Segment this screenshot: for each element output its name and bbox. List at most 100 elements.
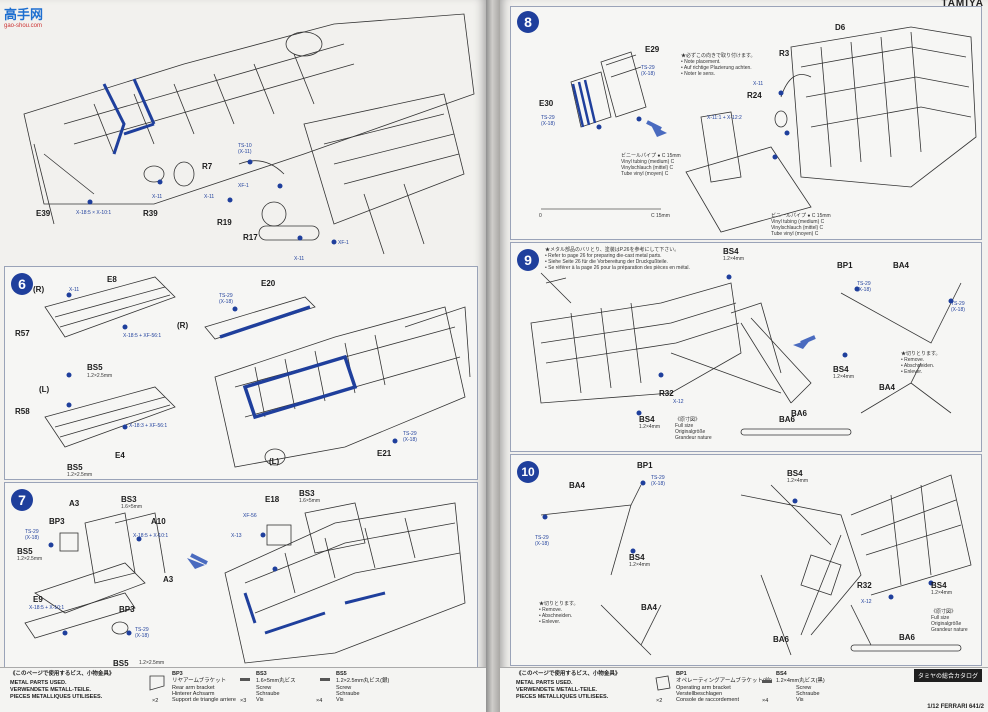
label-side-r: (R) [33, 285, 45, 294]
size-bs5b-7: 1.2×2.5mm [139, 660, 165, 666]
part-label-r32-10: R32 [857, 581, 872, 590]
step-8-drawing [541, 26, 977, 233]
screw-x12-9: X-12 [673, 399, 684, 405]
screw-x11: X-11 [69, 287, 80, 293]
label-side-l-right: (L) [269, 457, 280, 466]
part-label-bs4c-9: BS4 [639, 415, 655, 424]
part-label-ba6a-9: BA6 [791, 409, 808, 418]
part-label-e9: E9 [33, 595, 43, 604]
ts29-b-8: TS-29 (X-18) [541, 115, 555, 127]
footer-jp: 《このページで使用するビス、小物金具》 [10, 671, 115, 677]
screw-note-b: X-11 [152, 194, 163, 200]
part-label-r7: R7 [202, 162, 213, 171]
size-bs5a: 1.2×2.5mm [87, 373, 113, 379]
watermark-main: 高手网 [4, 7, 44, 22]
part-label-r32-9: R32 [659, 389, 674, 398]
part-label-ba4a-9: BA4 [893, 261, 910, 270]
step-9-drawing [530, 272, 962, 436]
label-side-r-right: (R) [177, 321, 189, 330]
watermark-sub: gao-shou.com [4, 23, 43, 29]
note-fullsize-9: 《原寸図》 Full size Originalgröße Grandeur n… [675, 417, 712, 441]
part-label-bp1-10: BP1 [637, 461, 653, 470]
step-7-panel: 7 A3 BS3 1.6×5mm [4, 482, 478, 670]
right-page: TAMIYA 8 E29 E30 R [500, 0, 988, 712]
catalog-banner: タミヤの総合カタログ [913, 669, 982, 682]
footer-en: METAL PARTS USED. [10, 680, 67, 686]
screw-x12-10: X-12 [861, 599, 872, 605]
ratio-b: X-18:3 + XF-56:1 [129, 423, 168, 429]
step-10-panel: 10 BP1 TS-29 (X-18) BA4 TS-29 (X-18) BS4 [510, 454, 982, 666]
footer-fr: PIECES METALLIQUES UTILISEES. [10, 694, 103, 700]
screw-x11-x12: X-11:1 + X-12:2 [707, 115, 742, 121]
ts29-a-8: TS-29 (X-18) [641, 65, 655, 77]
screw-note-e: X-11 [204, 194, 215, 200]
note-remove-9: ★切りとります。 • Remove. • Abschneiden. • Enle… [901, 351, 941, 375]
part-label-e29: E29 [645, 45, 660, 54]
step-number-6: 6 [11, 273, 33, 295]
scale-end: C 15mm [651, 213, 670, 219]
part-label-bs5b-7: BS5 [113, 659, 129, 668]
note-remove-10: ★切りとります。 • Remove. • Abschneiden. • Enle… [539, 601, 579, 625]
step-9-panel: 9 ★メタル部品のバリとり、塗装はP.26を参考にして下さい。 • Refer … [510, 242, 982, 452]
part-label-a3b: A3 [163, 575, 174, 584]
footer-fr-r: PIECES METALLIQUES UTILISEES. [516, 694, 609, 700]
note-metal-prep: ★メタル部品のバリとり、塗装はP.26を参考にして下さい。 • Refer to… [545, 247, 690, 271]
step-continuation-panel: E39 R39 R7 R19 R17 X-18:5 × X-10:1 X-11 … [4, 4, 476, 262]
part-label-ba4b-9: BA4 [879, 383, 896, 392]
size-bs4c-9: 1.2×4mm [639, 424, 660, 430]
left-page: 高手网 gao-shou.com [0, 0, 486, 712]
part-label-bs3b: BS3 [299, 489, 315, 498]
part-label-bs5a: BS5 [87, 363, 103, 372]
part-label-ba6a-10: BA6 [773, 635, 790, 644]
size-bs5a-7: 1.2×2.5mm [17, 556, 43, 562]
part-label-a3a: A3 [69, 499, 80, 508]
corner-label: 1/12 FERRARI 641/2 [927, 703, 984, 710]
step-6-panel: 6 (R) R57 E8 BS5 1.2×2. [4, 266, 478, 480]
footer-part-icons-r [655, 675, 772, 691]
part-label-ba6b-10: BA6 [899, 633, 916, 642]
scale-zero: 0 [539, 213, 542, 219]
ratio-b-7: X-18:5 + X-10:1 [29, 605, 65, 611]
footer-part-icons [149, 675, 330, 691]
part-label-bs5a-7: BS5 [17, 547, 33, 556]
screw-xf56: XF-56 [243, 513, 257, 519]
part-label-e20: E20 [261, 279, 276, 288]
size-bs4b-10: 1.2×4mm [787, 478, 808, 484]
part-label-ba6b-9: BA6 [779, 415, 796, 424]
part-label-r19: R19 [217, 218, 232, 227]
ratio-a-7: X-18:5 + X-10:1 [133, 533, 169, 539]
size-bs4a-9: 1.2×4mm [723, 256, 744, 262]
step-6-drawing [44, 276, 471, 468]
part-label-bp3b: BP3 [119, 605, 135, 614]
step-number-9: 9 [517, 249, 539, 271]
label-side-l: (L) [39, 385, 50, 394]
footer-en-r: METAL PARTS USED. [516, 680, 573, 686]
screw-x13: X-13 [231, 533, 242, 539]
footer-de-r: VERWENDETE METALL-TEILE. [516, 687, 598, 693]
screw-note-g: X-11 [294, 256, 305, 262]
part-label-r3: R3 [779, 49, 790, 58]
part-label-e39: E39 [36, 209, 51, 218]
size-bs4a-10: 1.2×4mm [629, 562, 650, 568]
footer-jp-r: 《このページで使用するビス、小物金具》 [516, 671, 621, 677]
ratio-a: X-18:5 + XF-56:1 [123, 333, 162, 339]
right-footer: 《このページで使用するビス、小物金具》 METAL PARTS USED. VE… [500, 667, 988, 712]
step-number-7: 7 [11, 489, 33, 511]
size-bs4b-9: 1.2×4mm [833, 374, 854, 380]
part-label-ba4a-10: BA4 [569, 481, 586, 490]
ts29-b-9: TS-29 (X-18) [951, 301, 965, 313]
part-label-e18: E18 [265, 495, 280, 504]
footer-de: VERWENDETE METALL-TEILE. [10, 687, 92, 693]
note-placement: ★必ずこの向きで取り付けます。 • Note placement. • Auf … [681, 53, 756, 77]
part-label-bs4c-10: BS4 [931, 581, 947, 590]
note-tube-mid: ビニールパイプ ● C 15mm Vinyl tubing (medium) C… [621, 153, 681, 177]
part-label-bs4a-10: BS4 [629, 553, 645, 562]
part-label-e30: E30 [539, 99, 554, 108]
ts29-a-7: TS-29 (X-18) [25, 529, 39, 541]
part-label-e4: E4 [115, 451, 125, 460]
part-label-e21: E21 [377, 449, 392, 458]
watermark-logo: 高手网 gao-shou.com [4, 4, 43, 29]
ts29-a: TS-29 (X-18) [219, 293, 233, 305]
book-gutter [486, 0, 500, 712]
